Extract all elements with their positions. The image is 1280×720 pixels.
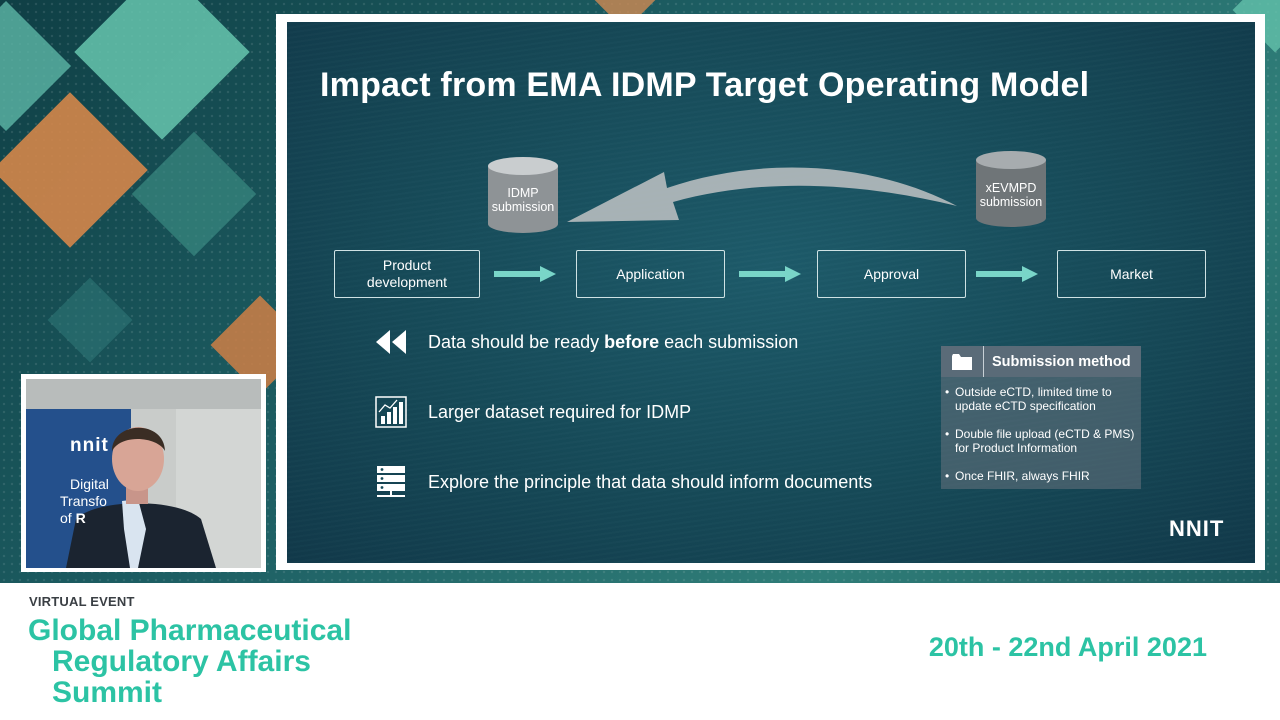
stage-market: Market: [1057, 250, 1206, 298]
xevmpd-label-line2: submission: [979, 195, 1043, 209]
stage-product-development: Product development: [334, 250, 480, 298]
webcam-banner-text: Digital Transfo of R: [60, 476, 109, 526]
stage-approval: Approval: [817, 250, 966, 298]
rewind-icon: [373, 324, 409, 360]
arrow-right-icon: [739, 266, 801, 282]
server-icon: [373, 464, 409, 500]
arrow-right-icon: [976, 266, 1038, 282]
method-item: Outside eCTD, limited time to update eCT…: [945, 385, 1141, 413]
bullet-explore-principle: Explore the principle that data should i…: [373, 462, 872, 502]
webcam-banner-logo: nnit: [70, 435, 109, 456]
bar-chart-icon: [373, 394, 409, 430]
event-title: Global Pharmaceutical Regulatory Affairs…: [28, 614, 352, 709]
bullet-text: Data should be ready before each submiss…: [428, 331, 799, 352]
event-footer: VIRTUAL EVENT Global Pharmaceutical Regu…: [0, 583, 1280, 720]
slide-title: Impact from EMA IDMP Target Operating Mo…: [320, 66, 1090, 104]
submission-method-title: Submission method: [992, 353, 1131, 370]
event-eyebrow: VIRTUAL EVENT: [29, 594, 135, 609]
presenter-webcam: nnit Digital Transfo of R: [26, 379, 261, 568]
bullet-larger-dataset: Larger dataset required for IDMP: [373, 392, 691, 432]
idmp-database-icon: IDMP submission: [487, 156, 559, 234]
xevmpd-label-line1: xEVMPD: [985, 181, 1037, 195]
presentation-slide: Impact from EMA IDMP Target Operating Mo…: [287, 22, 1255, 563]
idmp-label-line1: IDMP: [507, 186, 539, 200]
bullet-text: Explore the principle that data should i…: [428, 471, 873, 492]
stage-application: Application: [576, 250, 725, 298]
nnit-logo: NNIT: [1169, 516, 1225, 541]
arrow-right-icon: [494, 266, 556, 282]
submission-method-box: Submission method Outside eCTD, limited …: [941, 346, 1141, 489]
event-dates: 20th - 22nd April 2021: [928, 632, 1207, 662]
xevmpd-database-icon: xEVMPD submission: [975, 150, 1047, 228]
bullet-text: Larger dataset required for IDMP: [428, 401, 692, 422]
bullet-data-ready: Data should be ready before each submiss…: [373, 322, 798, 362]
curved-arrow-icon: [567, 167, 957, 222]
method-item: Once FHIR, always FHIR: [945, 469, 1141, 483]
folder-icon: [941, 346, 984, 377]
idmp-label-line2: submission: [491, 200, 555, 214]
method-item: Double file upload (eCTD & PMS) for Prod…: [945, 427, 1141, 455]
